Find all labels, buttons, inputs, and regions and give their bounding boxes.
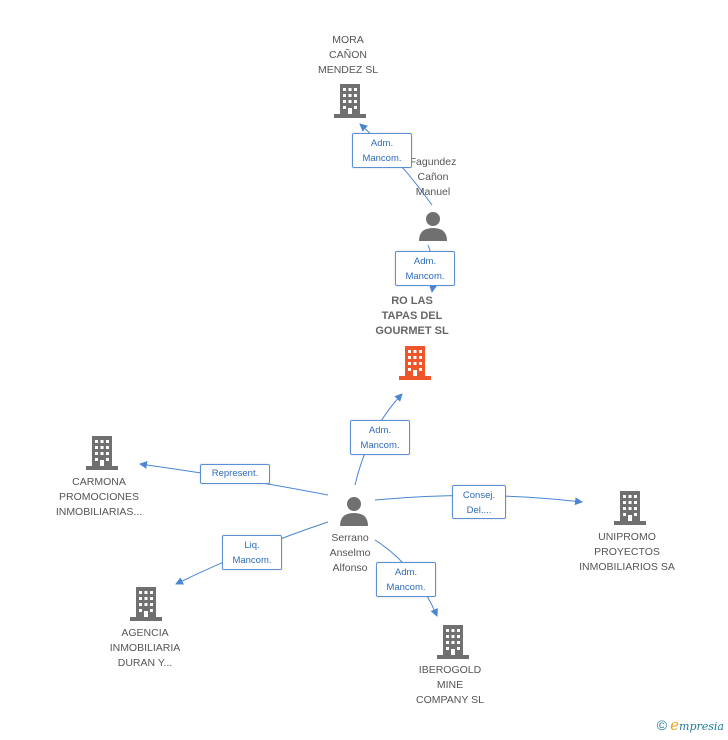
person-icon[interactable]: [339, 496, 369, 526]
empresia-logo: © empresia: [657, 716, 724, 734]
edge-label-serrano-iberogold[interactable]: Adm. Mancom.: [376, 562, 436, 597]
building-icon[interactable]: [614, 491, 646, 525]
edge-label-serrano-unipromo[interactable]: Consej. Del....: [452, 485, 506, 519]
building-icon[interactable]: [437, 625, 469, 659]
building-icon[interactable]: [399, 346, 431, 380]
node-label-serrano[interactable]: Serrano Anselmo Alfonso: [329, 532, 371, 574]
person-icon[interactable]: [418, 211, 448, 241]
brand-name: mpresia: [679, 720, 724, 733]
node-label-iberogold[interactable]: IBEROGOLD MINE COMPANY SL: [416, 664, 484, 706]
copyright-symbol: ©: [656, 717, 668, 733]
brand-e: e: [670, 716, 680, 734]
edge-label-fagundez-mora[interactable]: Adm. Mancom.: [352, 133, 412, 168]
building-icon[interactable]: [334, 84, 366, 118]
node-label-agencia[interactable]: AGENCIA INMOBILIARIA DURAN Y...: [109, 627, 181, 669]
node-label-mora[interactable]: MORA CAÑON MENDEZ SL: [317, 34, 379, 76]
edge-label-fagundez-ro[interactable]: Adm. Mancom.: [395, 251, 455, 286]
edge-label-serrano-ro[interactable]: Adm. Mancom.: [350, 420, 410, 455]
node-label-carmona[interactable]: CARMONA PROMOCIONES INMOBILIARIAS...: [55, 476, 143, 518]
edge-label-serrano-carmona[interactable]: Represent.: [200, 464, 270, 484]
edge-label-serrano-agencia[interactable]: Liq. Mancom.: [222, 535, 282, 570]
node-label-unipromo[interactable]: UNIPROMO PROYECTOS INMOBILIARIOS SA: [579, 531, 675, 573]
node-label-fagundez[interactable]: Fagundez Cañon Manuel: [409, 156, 457, 198]
building-icon[interactable]: [130, 587, 162, 621]
node-label-ro-las-tapas[interactable]: RO LAS TAPAS DEL GOURMET SL: [375, 295, 449, 337]
building-icon[interactable]: [86, 436, 118, 470]
